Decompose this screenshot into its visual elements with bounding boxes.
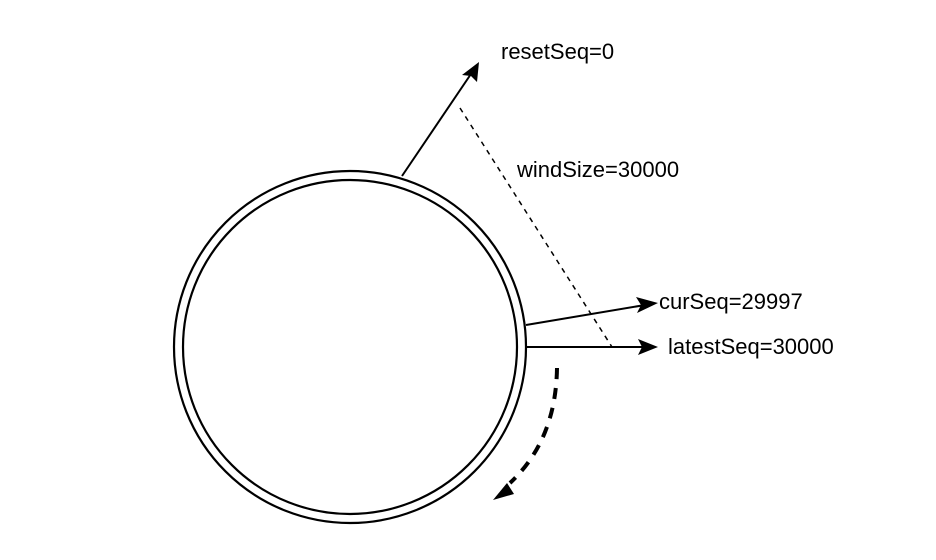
cur-seq-label: curSeq=29997 <box>659 289 803 314</box>
ring-outer-circle <box>172 169 528 525</box>
wind-size-label: windSize=30000 <box>517 157 680 182</box>
rotation-direction-arrowhead <box>493 483 514 500</box>
latest-seq-label: latestSeq=30000 <box>668 334 834 359</box>
cur-seq-arrowhead <box>636 297 658 313</box>
rotation-direction-arrow <box>508 367 559 485</box>
latest-seq-arrowhead <box>638 339 658 355</box>
ring-inner-circle <box>181 178 519 516</box>
wind-size-dashed-line <box>459 107 613 348</box>
reset-seq-arrowhead <box>462 62 479 82</box>
reset-seq-arrow <box>401 67 476 177</box>
reset-seq-label: resetSeq=0 <box>501 39 615 64</box>
cur-seq-arrow <box>525 304 646 326</box>
